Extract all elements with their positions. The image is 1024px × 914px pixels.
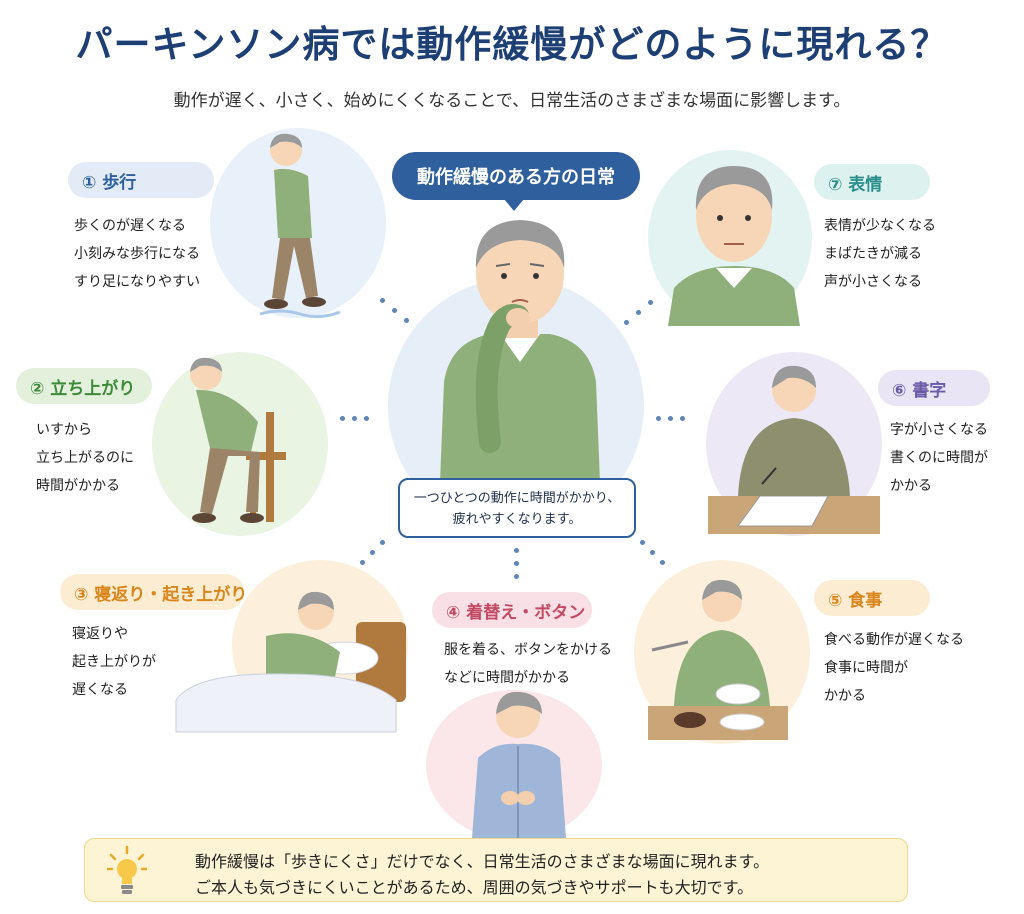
face-illustration [668, 166, 800, 326]
page-title: パーキンソン病では動作緩慢がどのように現れる？ [75, 23, 949, 66]
dressing-illustration [472, 691, 566, 838]
page-subtitle: 動作が遅く、小さく、始めにくくなることで、日常生活のさまざまな場面に影響します。 [173, 91, 851, 111]
standing-up-illustration [190, 357, 286, 523]
footer-line2: ご本人も気づきにくいことがあるため、周囲の気づきやサポートも大切です。 [195, 878, 754, 897]
item-eating-label: ⑤ 食事 [814, 580, 930, 616]
thinking-man-illustration [440, 220, 600, 482]
center-note-line2: 疲れやすくなります。 [452, 512, 582, 527]
item-dressing-desc: 服を着る、ボタンをかける などに時間がかかる [444, 642, 612, 686]
item-eating-desc: 食べる動作が遅くなる 食事に時間が かかる [824, 632, 964, 704]
center-note-line1: 一つひとつの動作に時間がかかり、 [413, 491, 621, 506]
eating-illustration [648, 579, 788, 740]
center-note: 一つひとつの動作に時間がかかり、 疲れやすくなります。 [398, 478, 636, 538]
footer-note: 動作緩慢は「歩きにくさ」だけでなく、日常生活のさまざまな場面に現れます。 ご本人… [84, 838, 908, 902]
item-bed-desc: 寝返りや 起き上がりが 遅くなる [72, 626, 156, 698]
item-dressing-label: ④ 着替え・ボタン [432, 592, 592, 628]
writing-illustration [708, 365, 880, 534]
center-badge: 動作緩慢のある方の日常 [392, 152, 640, 211]
item-bed-label: ③ 寝返り・起き上がり [60, 574, 247, 610]
walking-man-illustration [259, 133, 341, 319]
bed-illustration [175, 591, 406, 733]
footer-line1: 動作緩慢は「歩きにくさ」だけでなく、日常生活のさまざまな場面に現れます。 [195, 852, 770, 871]
item-walking-label: ① 歩行 [68, 162, 214, 198]
item-writing-label: ⑥ 書字 [878, 370, 990, 406]
item-face-label: ⑦ 表情 [814, 164, 930, 200]
item-standing-label: ② 立ち上がり [16, 368, 152, 404]
lightbulb-icon [107, 845, 147, 894]
item-walking-desc: 歩くのが遅くなる 小刻みな歩行になる すり足になりやすい [74, 218, 200, 290]
item-face-desc: 表情が少なくなる まばたきが減る 声が小さくなる [824, 218, 936, 290]
item-writing-desc: 字が小さくなる 書くのに時間が かかる [890, 422, 988, 494]
item-standing-desc: いすから 立ち上がるのに 時間がかかる [36, 422, 134, 494]
